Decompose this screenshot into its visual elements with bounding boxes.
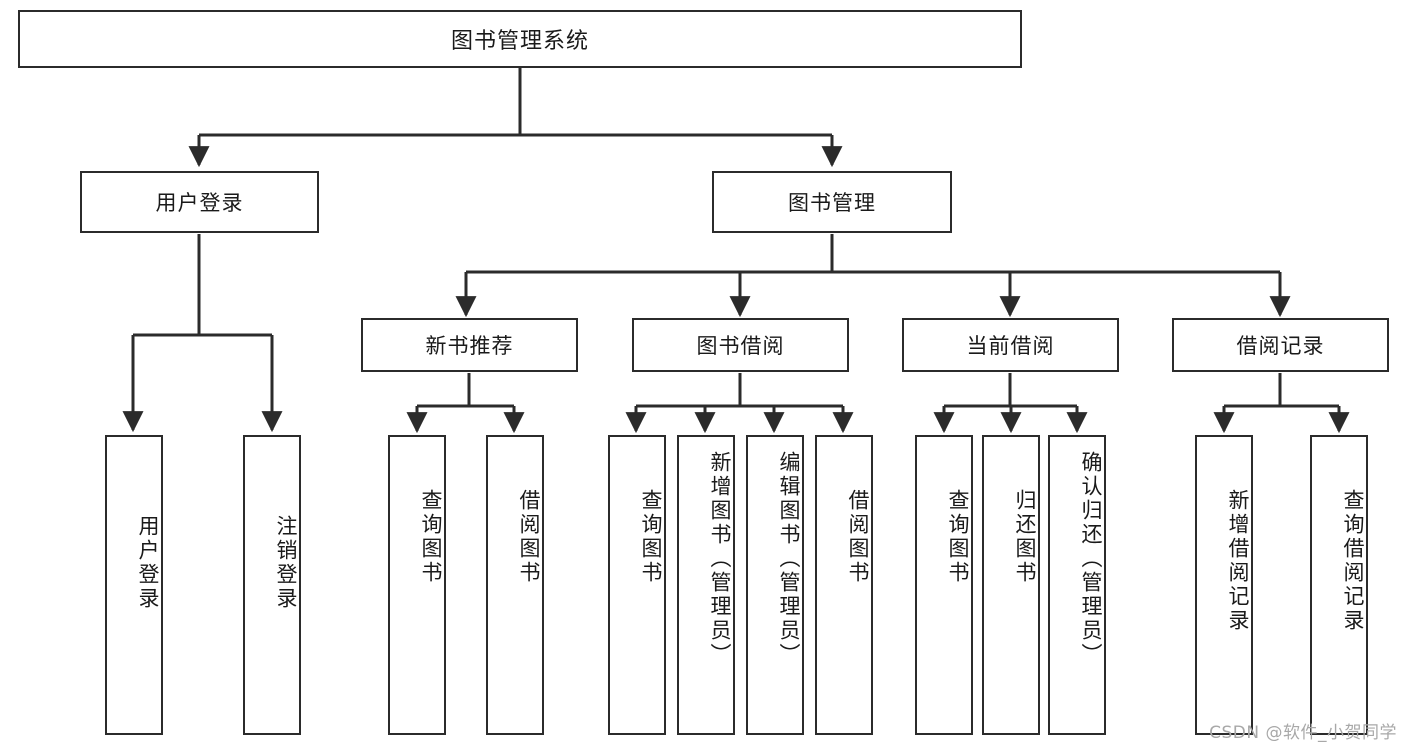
node-book-borrow-label: 图书借阅 [696,334,785,358]
node-borrow-record-label: 借阅记录 [1236,334,1325,358]
leaf-label: 注销登录 [274,515,298,611]
node-user-login-label: 用户登录 [155,191,244,215]
node-book-management-label: 图书管理 [788,191,876,215]
node-current-borrow[interactable]: 当前借阅 [902,318,1119,372]
node-new-book-recommend-label: 新书推荐 [425,334,514,358]
node-new-book-recommend[interactable]: 新书推荐 [361,318,578,372]
leaf-label: 查询借阅记录 [1341,489,1365,633]
leaf-label: 查询图书 [419,489,443,585]
leaf-label: 归还图书 [1013,489,1037,585]
node-root-label: 图书管理系统 [450,29,589,54]
leaf-user-login-logout[interactable]: 注销登录 [243,435,301,735]
leaf-new-book-borrow[interactable]: 借阅图书 [486,435,544,735]
leaf-borrow-record-query[interactable]: 查询借阅记录 [1310,435,1368,735]
leaf-new-book-query[interactable]: 查询图书 [388,435,446,735]
leaf-book-borrow-add[interactable]: 新增图书（管理员） [677,435,735,735]
node-book-borrow[interactable]: 图书借阅 [632,318,849,372]
leaf-label: 新增图书（管理员） [708,451,732,667]
node-book-management[interactable]: 图书管理 [712,171,952,233]
watermark-text: CSDN @软件_小贺同学 [1209,723,1397,743]
leaf-book-borrow-query[interactable]: 查询图书 [608,435,666,735]
leaf-borrow-record-add[interactable]: 新增借阅记录 [1195,435,1253,735]
leaf-label: 查询图书 [639,489,663,585]
leaf-label: 借阅图书 [517,489,541,585]
leaf-label: 编辑图书（管理员） [777,451,801,667]
leaf-current-borrow-confirm-return[interactable]: 确认归还（管理员） [1048,435,1106,735]
leaf-label: 查询图书 [946,489,970,585]
leaf-book-borrow-borrow[interactable]: 借阅图书 [815,435,873,735]
leaf-label: 用户登录 [136,515,160,611]
node-borrow-record[interactable]: 借阅记录 [1172,318,1389,372]
leaf-current-borrow-query[interactable]: 查询图书 [915,435,973,735]
leaf-label: 新增借阅记录 [1226,489,1250,633]
leaf-book-borrow-edit[interactable]: 编辑图书（管理员） [746,435,804,735]
leaf-user-login-login[interactable]: 用户登录 [105,435,163,735]
leaf-label: 借阅图书 [846,489,870,585]
node-root-system[interactable]: 图书管理系统 [18,10,1022,68]
node-user-login[interactable]: 用户登录 [80,171,319,233]
node-current-borrow-label: 当前借阅 [966,334,1055,358]
leaf-current-borrow-return[interactable]: 归还图书 [982,435,1040,735]
leaf-label: 确认归还（管理员） [1079,451,1103,667]
